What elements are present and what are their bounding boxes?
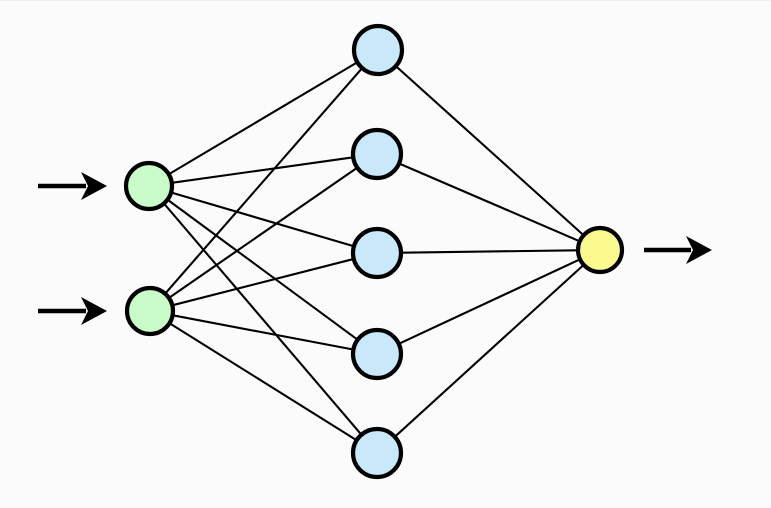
node-hidden-h4[interactable]: [350, 327, 404, 381]
arrows-group: [38, 172, 712, 325]
output-arrow-1-head: [686, 236, 712, 264]
edge-h2-o1: [398, 162, 580, 242]
edge-i1-h4: [167, 199, 358, 341]
edge-i1-h1: [168, 61, 358, 175]
edge-h4-o1: [398, 258, 581, 345]
node-input-i1[interactable]: [123, 160, 175, 212]
edges-group: [163, 61, 585, 441]
node-hidden-h1[interactable]: [351, 23, 405, 77]
edge-i1-h5: [163, 203, 362, 436]
input-arrow-2-head: [81, 297, 107, 325]
edge-i2-h1: [164, 67, 363, 294]
edge-i2-h4: [172, 314, 354, 351]
edge-h5-o1: [394, 264, 585, 438]
node-output-o1[interactable]: [575, 225, 625, 275]
nodes-group: [123, 23, 625, 480]
edge-i2-h2: [168, 167, 358, 299]
node-input-i2[interactable]: [124, 285, 176, 337]
edge-i1-h3: [170, 191, 355, 248]
edge-i2-h5: [169, 322, 357, 441]
input-arrow-1-head: [81, 172, 107, 200]
node-hidden-h5[interactable]: [350, 426, 404, 480]
edge-h3-o1: [400, 249, 579, 254]
edge-i1-h2: [171, 156, 354, 184]
edge-i2-h3: [172, 258, 354, 307]
node-hidden-h2[interactable]: [350, 127, 404, 181]
edge-h1-o1: [395, 65, 584, 236]
node-hidden-h3[interactable]: [350, 226, 404, 280]
